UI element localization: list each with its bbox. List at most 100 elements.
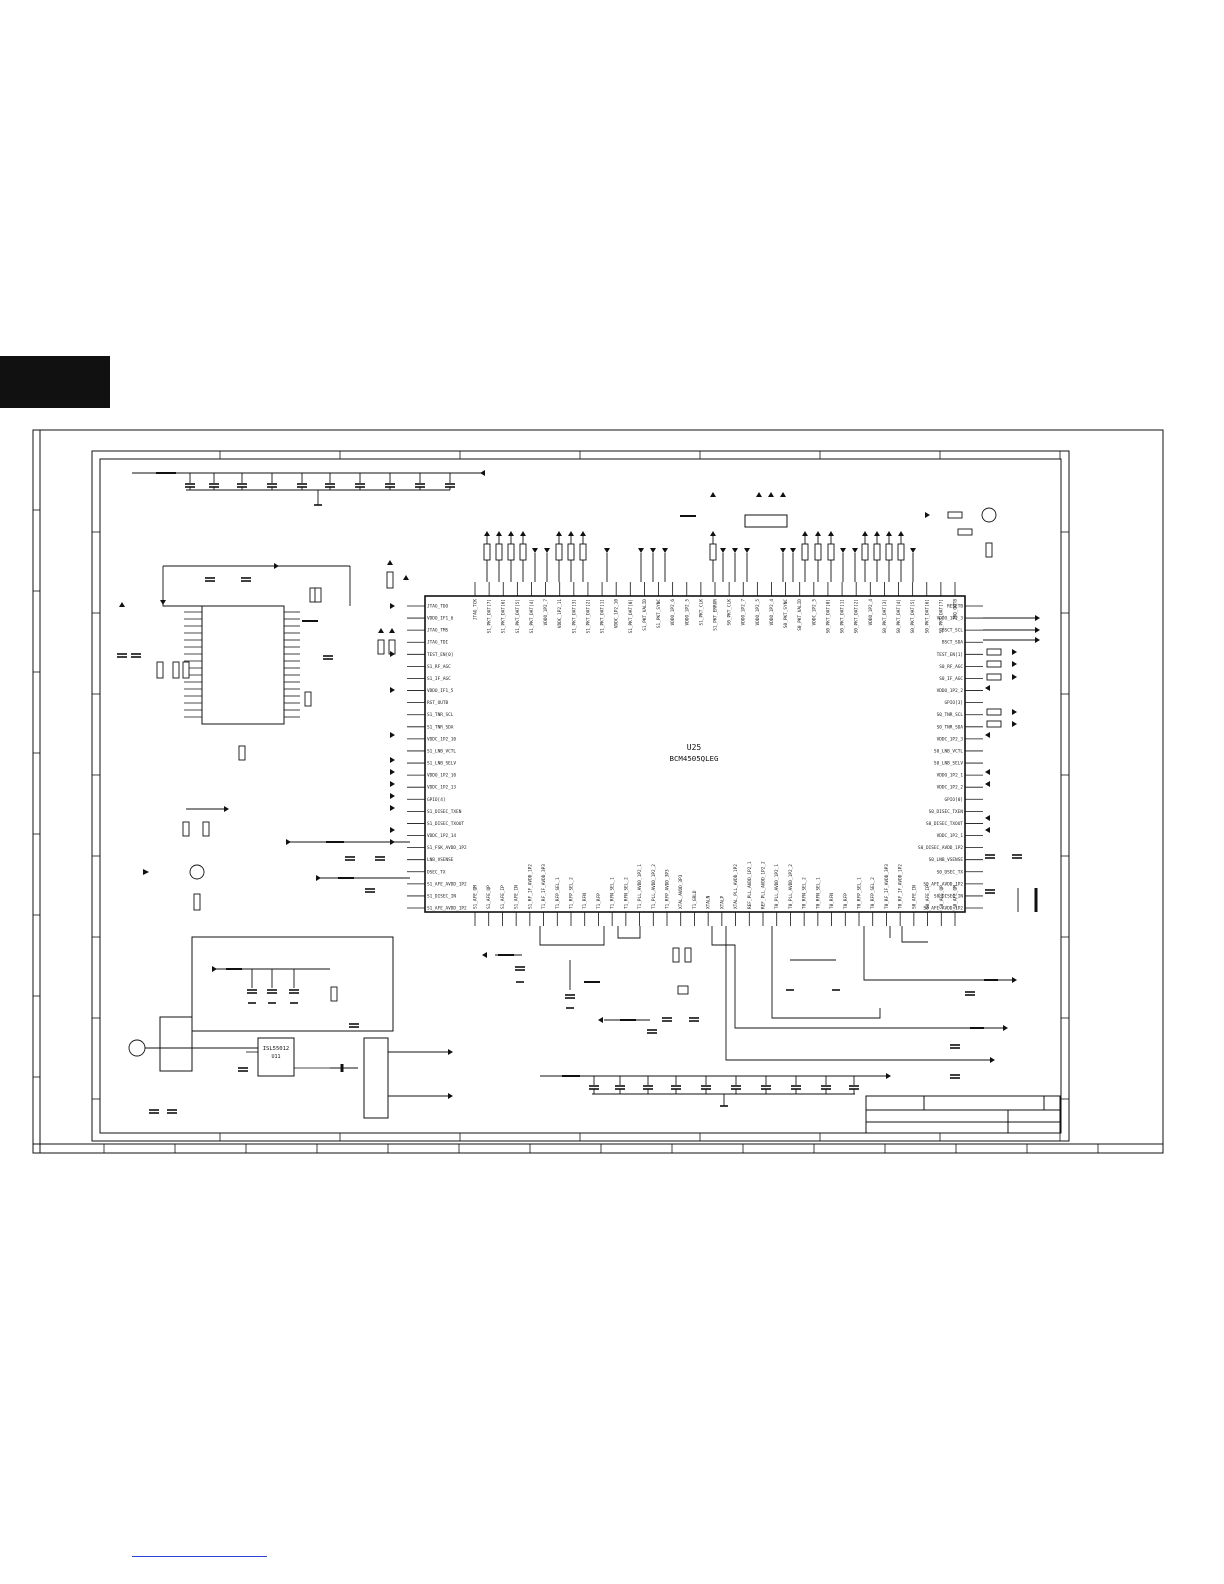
chip-pin-label: JTAG_TDI: [427, 640, 449, 646]
chip-pin-label: VDDO_1P2_5: [755, 599, 761, 626]
chip-pin-label: S1_PKT_CLK: [698, 599, 704, 626]
chip-pin-label: S1_TNR_SDA: [427, 724, 454, 730]
link-underline[interactable]: [132, 1556, 267, 1557]
net-label-bar: [302, 620, 318, 622]
port-arrow: [990, 1057, 995, 1063]
chip-pin-label: VDDC_1P2_10: [614, 599, 620, 628]
chip-pin-label: S0_RF_AGC: [939, 664, 963, 670]
chip-pin-label: LNB_VSENSE: [427, 857, 454, 863]
port-arrow: [925, 512, 930, 518]
chip-pin-label: T0_RF_IF_AVDD_3P3: [884, 864, 890, 909]
chip-pin-label: T1_RFN_SEL_2: [623, 877, 629, 909]
port-arrow: [985, 781, 990, 787]
supply-arrow: [484, 531, 490, 536]
chip-pin-label: VDDO_1P2_4: [868, 599, 874, 626]
resistor: [986, 720, 1002, 728]
supply-arrow: [840, 548, 846, 553]
chip-pin-label: S0_PKT_CLK: [727, 599, 733, 626]
diode: [274, 563, 279, 569]
net-label-bar: [620, 1019, 636, 1021]
chip-pin-label: JTAG_TCK: [473, 599, 479, 621]
chip-u25-body: [424, 595, 966, 913]
chip-pin-label: S1_RF_AGC: [427, 664, 451, 670]
chip-pin-label: S1_FSK_AVDD_1P2: [427, 845, 467, 851]
supply-arrow: [638, 548, 644, 553]
port-arrow: [390, 687, 395, 693]
chip-pin-label: XTAL_PLL_AVDD_1P2: [733, 864, 739, 909]
chip-pin-label: IRQ_OUTB: [953, 599, 959, 621]
chip-pin-label: S0_PKT_DAT[0]: [825, 599, 831, 633]
chip-pin-label: S1_DISEC_TXEN: [427, 809, 462, 815]
supply-arrow: [378, 628, 384, 633]
chip-pin-label: VDDO_1P2_3: [937, 616, 964, 622]
section-tab: [0, 356, 110, 408]
supply-arrow: [886, 531, 892, 536]
chip-pin-label: S0_DISEC_TXEN: [929, 809, 964, 815]
chip-pin-label: S1_PKT_VALID: [642, 599, 648, 631]
chip-pin-label: RST_OUTB: [427, 700, 449, 706]
chip-pin-label: T1_RFP_SEL_1: [555, 877, 561, 909]
chip-pin-label: S0_LNB_VSENSE: [929, 857, 964, 863]
port-arrow: [480, 470, 485, 476]
port-arrow: [482, 952, 487, 958]
chip-pin-label: T0_RFP_SEL_2: [870, 877, 876, 909]
port-arrow: [886, 1073, 891, 1079]
resistor: [985, 542, 993, 558]
transistor: [981, 507, 997, 523]
supply-arrow: [720, 548, 726, 553]
chip-pin-label: VDDC_1P2_13: [427, 785, 456, 791]
resistor: [519, 543, 527, 561]
resistor: [555, 543, 563, 561]
resistor: [182, 661, 190, 679]
chip-pin-label: T0_RFN_SEL_2: [802, 877, 808, 909]
resistor: [314, 587, 322, 603]
port-arrow: [1012, 977, 1017, 983]
resistor: [709, 543, 717, 561]
port-arrow: [212, 966, 217, 972]
port-arrow: [985, 827, 990, 833]
chip-pin-label: VDDO_1P2_6: [670, 599, 676, 626]
chip-pin-label: S1_PKT_DAT[7]: [487, 599, 493, 633]
chip-pin-label: REF_PLL_AVDD_1P2_1: [747, 861, 753, 909]
resistor: [377, 639, 385, 655]
supply-arrow: [862, 531, 868, 536]
supply-arrow: [650, 548, 656, 553]
supply-arrow: [580, 531, 586, 536]
title-block: [865, 1095, 1061, 1134]
chip-pin-label: JTAG_TDO: [427, 604, 449, 610]
chip-pin-label: T0_PLL_AVDD_1P2_2: [788, 864, 794, 909]
chip-pin-label: S0_AFE_QM: [953, 885, 959, 909]
resistor: [182, 821, 190, 837]
chip-pin-label: T1_PLL_AVDD_1P2_2: [651, 864, 657, 909]
chip-pin-label: S1_DISEC_TXOUT: [427, 821, 464, 827]
port-arrow: [1012, 661, 1017, 667]
supply-arrow: [544, 548, 550, 553]
port-arrow: [1035, 615, 1040, 621]
chip-pin-label: S0_DISEC_IN: [934, 893, 963, 899]
chip-pin-label: S0_PKT_DAT[4]: [896, 599, 902, 633]
net-label-bar: [970, 1027, 984, 1029]
resistor: [897, 543, 905, 561]
supply-arrow: [852, 548, 858, 553]
chip-pin-label: S1_AFE_AVDD_1P2: [427, 906, 467, 912]
resistor: [827, 543, 835, 561]
resistor: [238, 745, 246, 761]
port-arrow: [390, 839, 395, 845]
supply-arrow: [744, 548, 750, 553]
chip-pin-label: S0_IF_AGC: [939, 676, 963, 682]
lnb-power-box: [191, 936, 394, 1032]
chip-pin-label: S0_PKT_VALID: [797, 599, 803, 631]
chip-pin-label: S0_PKT_DAT[5]: [910, 599, 916, 633]
chip-pin-label: XTALP: [719, 895, 725, 909]
resistor: [567, 543, 575, 561]
chip-pins: [184, 582, 983, 1069]
port-arrow: [1012, 649, 1017, 655]
net-label-bar: [226, 968, 242, 970]
chip-pin-label: S1_PKT_DAT[0]: [628, 599, 634, 633]
chip-pin-label: S1_PKT_DAT[4]: [529, 599, 535, 633]
net-label-bar: [156, 472, 176, 474]
chip-pin-label: S1_IF_AGC: [427, 676, 451, 682]
supply-arrow: [604, 548, 610, 553]
chip-pin-label: S0_AFE_QP: [939, 885, 945, 909]
